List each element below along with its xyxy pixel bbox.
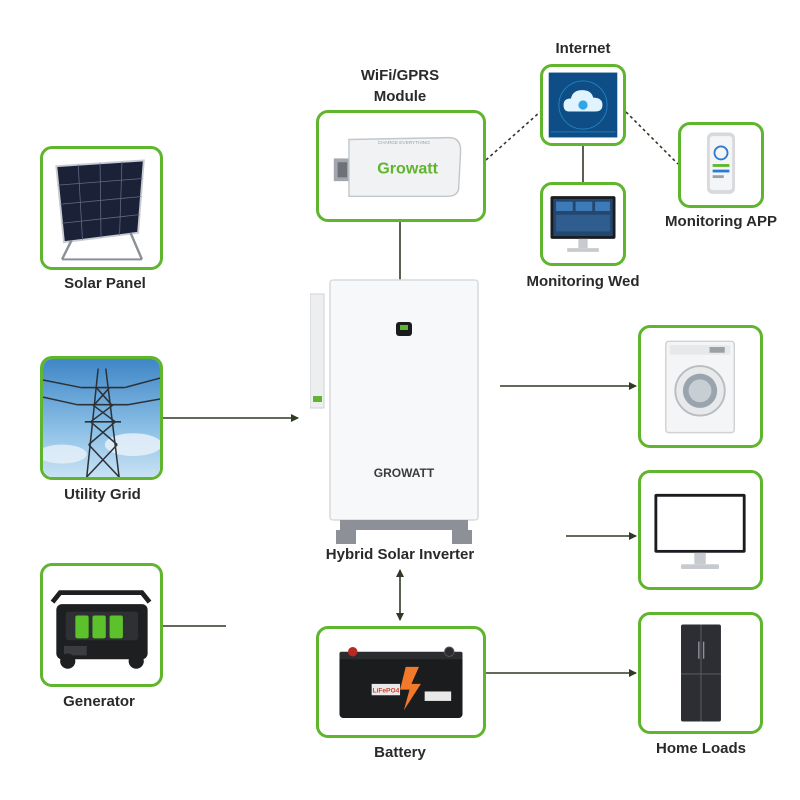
- solar-panel-card: [40, 146, 163, 270]
- monitor-icon: [550, 196, 616, 252]
- computer-monitor-card: [638, 470, 763, 590]
- solar-panel-label: Solar Panel: [64, 275, 146, 292]
- utility-grid-label: Utility Grid: [64, 486, 141, 503]
- internet-label: Internet: [555, 40, 611, 57]
- wifi-logo-text: Growatt: [377, 160, 438, 178]
- phone-icon: [707, 132, 735, 194]
- battery-icon: LiFePO4: [339, 646, 463, 718]
- wifi-to-internet-dotted: [485, 111, 541, 161]
- power-tower-icon: [43, 359, 160, 477]
- generator-icon: [50, 590, 152, 669]
- wifi-dongle-icon: CHARGE EVERYTHING Growatt: [333, 136, 462, 197]
- computer-monitor-icon: [654, 493, 746, 569]
- internet-card: [540, 64, 626, 146]
- internet-to-app-dotted: [625, 111, 679, 165]
- inverter-label: Hybrid Solar Inverter: [325, 546, 475, 563]
- monitoring-web-card: [540, 182, 626, 266]
- inverter-unit: GROWATT: [310, 278, 480, 548]
- wifi-tagline: CHARGE EVERYTHING: [378, 140, 430, 146]
- generator-label: Generator: [63, 693, 135, 710]
- battery-badge-text: LiFePO4: [372, 687, 399, 694]
- inverter-logo-text: GROWATT: [374, 466, 435, 480]
- monitoring-app-card: [678, 122, 764, 208]
- home-loads-label: Home Loads: [655, 740, 746, 757]
- washing-machine-card: [638, 325, 763, 448]
- cloud-icon: [548, 72, 618, 138]
- battery-label: Battery: [374, 744, 426, 761]
- inverter-icon: GROWATT: [310, 279, 479, 544]
- utility-grid-card: [40, 356, 163, 480]
- solar-panel-icon: [55, 159, 145, 261]
- monitoring-web-label: Monitoring Wed: [526, 273, 640, 290]
- battery-card: LiFePO4: [316, 626, 486, 738]
- generator-card: [40, 563, 163, 687]
- refrigerator-icon: [681, 624, 721, 722]
- wifi-module-label-line2: Module: [373, 88, 427, 105]
- refrigerator-card: [638, 612, 763, 734]
- monitoring-app-label: Monitoring APP: [665, 213, 777, 230]
- wifi-module-label-line1: WiFi/GPRS: [360, 67, 440, 84]
- washing-machine-icon: [665, 340, 735, 434]
- wifi-module-card: CHARGE EVERYTHING Growatt: [316, 110, 486, 222]
